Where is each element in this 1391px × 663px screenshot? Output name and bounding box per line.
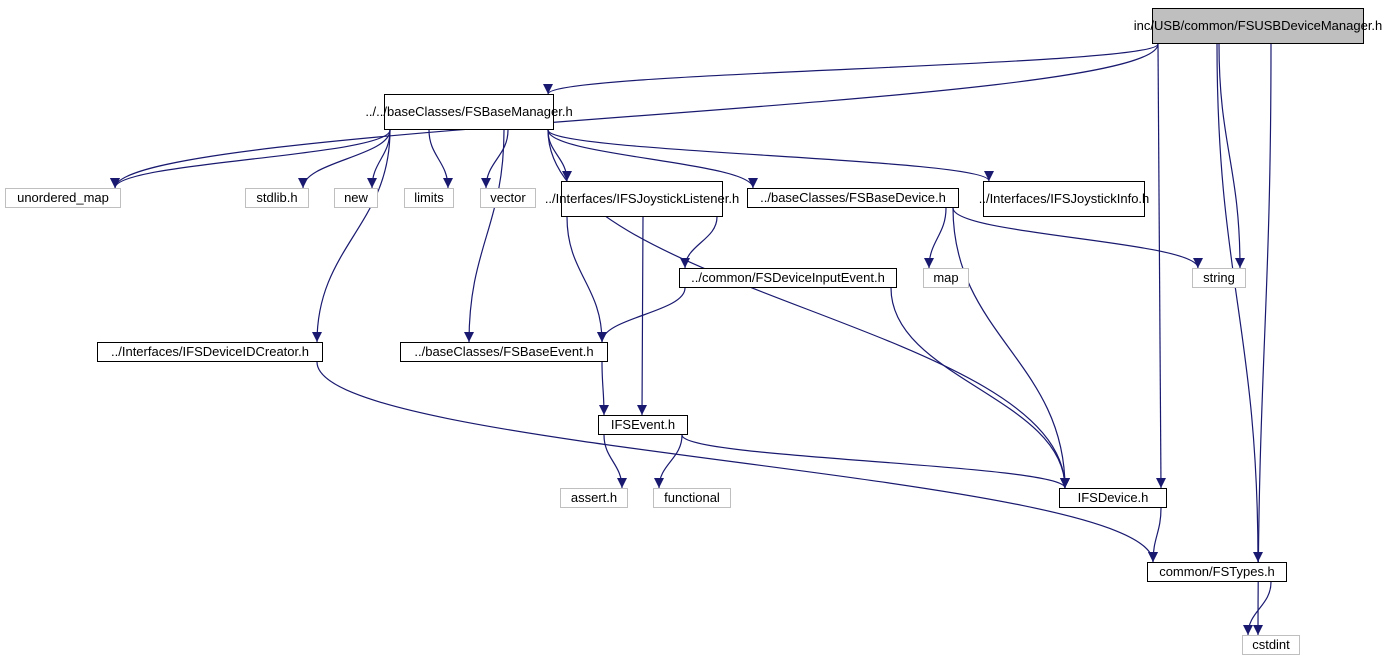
- node-ifsjoystickinfo-h[interactable]: ../Interfaces/IFSJoystick Info.h: [979, 181, 1149, 217]
- node-label-line: inc/USB/common/FSUSBDevice: [1133, 18, 1321, 33]
- node-label-line: Manager.h: [1320, 18, 1383, 33]
- edge-joylistener-to-baseevent: [566, 216, 607, 343]
- node-fsbaseevent-h[interactable]: ../baseClasses/FSBaseEvent.h: [400, 342, 608, 362]
- edge-ifsevent-to-assert: [603, 434, 627, 489]
- node-map: map: [923, 268, 969, 288]
- edge-inputevent-to-ifsdevice: [890, 287, 1070, 489]
- node-assert-h: assert.h: [560, 488, 628, 508]
- edge-root-to-fsbasemgr: [543, 43, 1159, 95]
- node-ifsjoysticklistener-h[interactable]: ../Interfaces/IFSJoystick Listener.h: [545, 181, 739, 217]
- edge-inputevent-to-baseevent: [597, 287, 686, 343]
- edge-root-to-string: [1218, 43, 1245, 269]
- node-label-line: limits: [414, 190, 444, 205]
- node-ifsdevice-h[interactable]: IFSDevice.h: [1059, 488, 1167, 508]
- node-label-line: ../../baseClasses/FSBase: [365, 104, 512, 119]
- node-label-line: string: [1203, 270, 1235, 285]
- edge-basedevice-to-ifsdevice: [952, 207, 1070, 489]
- edge-root-to-ifsdevice: [1155, 43, 1166, 489]
- node-label-line: Listener.h: [682, 191, 740, 206]
- node-ifsevent-h[interactable]: IFSEvent.h: [598, 415, 688, 435]
- edge-baseevent-to-ifsevent: [598, 361, 609, 416]
- edge-basedevice-to-string: [952, 207, 1203, 269]
- node-label-line: vector: [490, 190, 526, 205]
- node-label-line: assert.h: [570, 490, 618, 505]
- node-label-line: functional: [664, 490, 720, 505]
- edge-fsbasemgr-to-stdlib: [298, 129, 391, 189]
- node-stdlib-h: stdlib.h: [245, 188, 309, 208]
- edge-joylistener-to-ifsevent: [637, 216, 648, 416]
- node-label-line: IFSEvent.h: [610, 417, 676, 432]
- node-label-line: stdlib.h: [256, 190, 298, 205]
- edge-fsbasemgr-to-joyinfo: [547, 129, 994, 182]
- node-string: string: [1192, 268, 1246, 288]
- node-limits: limits: [404, 188, 454, 208]
- node-ifsdeviceidcreator-h[interactable]: ../Interfaces/IFSDeviceIDCreator.h: [97, 342, 323, 362]
- edge-fsbasemgr-to-idcreator: [312, 129, 391, 343]
- node-label-line: unordered_map: [17, 190, 109, 205]
- node-fsbasedevice-h[interactable]: ../baseClasses/FSBaseDevice.h: [747, 188, 959, 208]
- edge-ifsdevice-to-fstypes: [1148, 507, 1162, 563]
- node-label-line: cstdint: [1252, 637, 1290, 652]
- node-label-line: ../common/FSDeviceInputEvent.h: [691, 270, 885, 285]
- node-fsdeviceinputevent-h[interactable]: ../common/FSDeviceInputEvent.h: [679, 268, 897, 288]
- node-label-line: Info.h: [1116, 191, 1150, 206]
- node-vector: vector: [480, 188, 536, 208]
- edge-fsbasemgr-to-unordered_map: [110, 129, 391, 189]
- edge-root-to-cstdint: [1253, 43, 1272, 636]
- node-unordered-map: unordered_map: [5, 188, 121, 208]
- node-new: new: [334, 188, 378, 208]
- node-label-line: ../Interfaces/IFSJoystick: [544, 191, 683, 206]
- edge-ifsevent-to-functional: [654, 434, 683, 489]
- node-label-line: ../Interfaces/IFSDeviceIDCreator.h: [111, 344, 309, 359]
- node-fsbasemanager-h[interactable]: ../../baseClasses/FSBase Manager.h: [365, 94, 573, 130]
- edge-joylistener-to-inputevent: [680, 216, 718, 269]
- edge-fsbasemgr-to-limits: [428, 129, 453, 189]
- node-label-line: ../baseClasses/FSBaseDevice.h: [760, 190, 946, 205]
- edge-idcreator-to-fstypes: [316, 361, 1158, 563]
- node-fsusbdevicemanager-h: inc/USB/common/FSUSBDevice Manager.h: [1134, 8, 1382, 44]
- node-label-line: IFSDevice.h: [1077, 490, 1149, 505]
- node-fstypes-h[interactable]: common/FSTypes.h: [1147, 562, 1287, 582]
- edge-fsbasemgr-to-basedevice: [547, 129, 758, 189]
- node-label-line: new: [344, 190, 368, 205]
- edge-root-to-fstypes: [1216, 43, 1263, 563]
- edge-ifsevent-to-ifsdevice: [681, 434, 1070, 489]
- edge-fsbasemgr-to-vector: [481, 129, 509, 189]
- edge-root-to-unordered_map: [110, 43, 1159, 189]
- node-label-line: map: [933, 270, 959, 285]
- node-label-line: common/FSTypes.h: [1159, 564, 1275, 579]
- node-functional: functional: [653, 488, 731, 508]
- edge-fstypes-to-cstdint: [1243, 581, 1272, 636]
- node-label-line: ../baseClasses/FSBaseEvent.h: [414, 344, 594, 359]
- node-label-line: ../Interfaces/IFSJoystick: [978, 191, 1117, 206]
- node-label-line: Manager.h: [511, 104, 573, 119]
- node-cstdint: cstdint: [1242, 635, 1300, 655]
- edge-fsbasemgr-to-baseevent: [464, 129, 505, 343]
- edge-basedevice-to-map: [924, 207, 947, 269]
